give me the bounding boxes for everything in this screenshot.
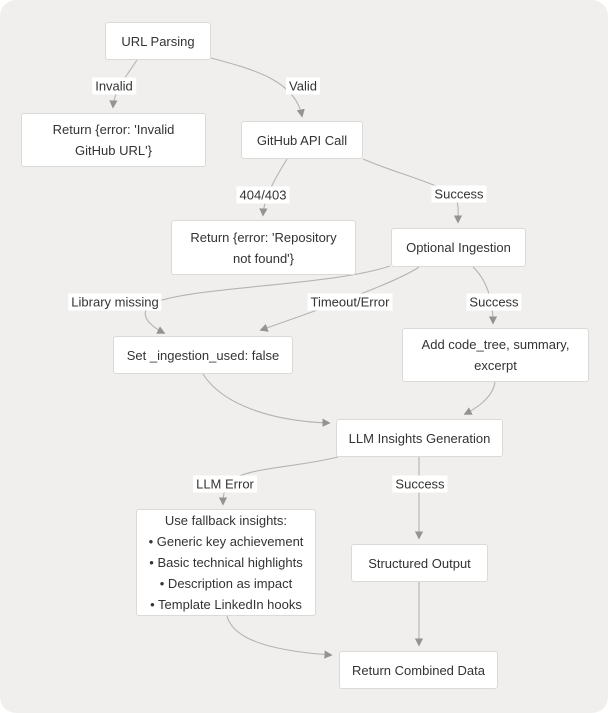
node-url-parsing: URL Parsing [105, 22, 211, 60]
edge-setingestion-llm [202, 373, 331, 427]
node-fallback-insights: Use fallback insights: • Generic key ach… [136, 509, 316, 616]
node-add-code-tree: Add code_tree, summary, excerpt [402, 328, 589, 382]
node-github-api-call: GitHub API Call [241, 121, 363, 159]
node-set-ingestion-used: Set _ingestion_used: false [113, 336, 293, 374]
node-llm-insights: LLM Insights Generation [336, 419, 503, 457]
node-return-combined: Return Combined Data [339, 651, 498, 689]
edge-label-library-missing: Library missing [68, 293, 162, 311]
edge-label-valid: Valid [286, 77, 320, 95]
edge-label-404-403: 404/403 [236, 186, 290, 204]
edge-label-invalid: Invalid [92, 77, 136, 95]
node-return-invalid-url: Return {error: 'Invalid GitHub URL'} [21, 113, 206, 167]
node-structured-output: Structured Output [351, 544, 488, 582]
edge-fallback-return [226, 615, 333, 659]
edge-label-timeout-error: Timeout/Error [307, 293, 393, 311]
edge-label-api-success: Success [431, 185, 487, 203]
edge-urlparsing-valid [210, 57, 305, 118]
node-optional-ingestion: Optional Ingestion [391, 228, 526, 267]
edge-addcodetree-llm [463, 381, 496, 415]
node-return-not-found: Return {error: 'Repository not found'} [171, 220, 356, 275]
edge-label-ingestion-success: Success [466, 293, 522, 311]
edge-label-llm-error: LLM Error [193, 475, 257, 493]
edge-ingestion-success [472, 266, 498, 325]
edge-label-llm-success: Success [392, 475, 448, 493]
